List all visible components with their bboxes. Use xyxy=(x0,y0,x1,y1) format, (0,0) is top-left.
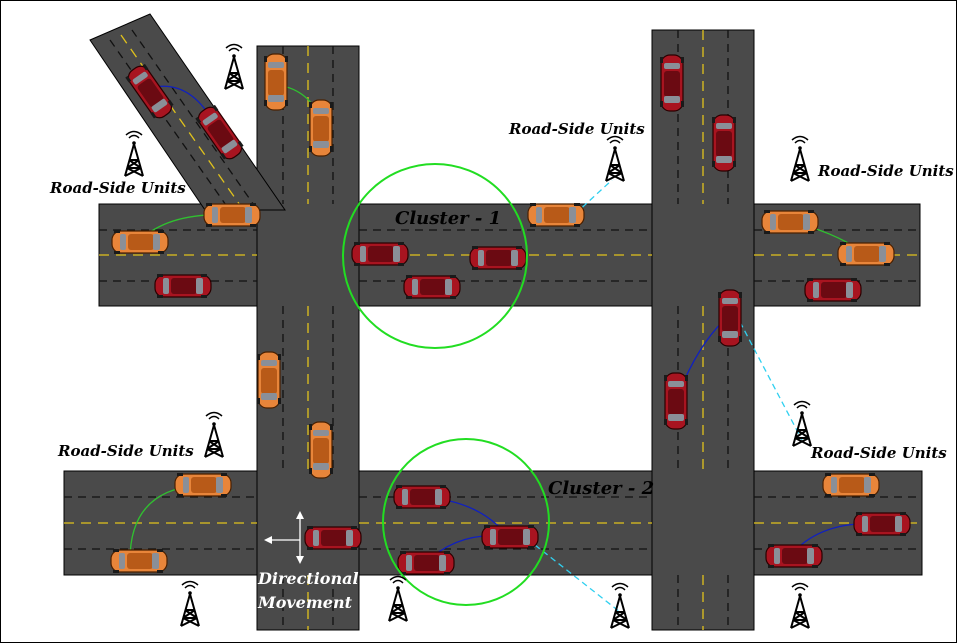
cluster-1-label: Cluster - 1 xyxy=(395,208,501,229)
car-orange xyxy=(761,209,819,235)
car-red xyxy=(403,274,461,300)
car-red xyxy=(351,241,409,267)
car-orange xyxy=(203,202,261,228)
car-red xyxy=(711,114,737,172)
car-red xyxy=(481,524,539,550)
directional-movement-line2: Movement xyxy=(257,593,353,612)
link-cyan-rsu-1 xyxy=(574,179,613,215)
directional-movement-line1: Directional xyxy=(257,569,359,588)
car-red xyxy=(469,245,527,271)
car-red xyxy=(393,484,451,510)
car-red xyxy=(304,525,362,551)
link-cyan-rsu-2 xyxy=(739,321,803,441)
rsu-label-top-middle: Road-Side Units xyxy=(508,120,645,138)
car-red xyxy=(663,372,689,430)
rsu-label-top-left: Road-Side Units xyxy=(49,179,186,197)
car-orange xyxy=(263,53,289,111)
car-orange xyxy=(822,472,880,498)
car-orange xyxy=(256,351,282,409)
cluster-1-circle xyxy=(342,163,528,349)
car-orange xyxy=(308,99,334,157)
car-orange xyxy=(308,421,334,479)
road-diagonal xyxy=(89,13,286,211)
car-orange xyxy=(837,241,895,267)
car-orange xyxy=(111,229,169,255)
directional-arrows-icon xyxy=(264,511,304,564)
labels: Road-Side Units Road-Side Units Road-Sid… xyxy=(49,120,954,612)
car-orange xyxy=(110,548,168,574)
car-red xyxy=(804,277,862,303)
car-orange xyxy=(527,202,585,228)
car-red xyxy=(154,273,212,299)
cluster-2-circle xyxy=(382,438,550,606)
car-red xyxy=(853,511,911,537)
car-red xyxy=(717,289,743,347)
link-cyan-rsu-3 xyxy=(534,544,621,613)
cluster-2-label: Cluster - 2 xyxy=(548,478,654,499)
lane-markings xyxy=(64,29,922,630)
car-red xyxy=(765,543,823,569)
car-red xyxy=(397,550,455,576)
rsu-label-top-right: Road-Side Units xyxy=(817,162,954,180)
rsu-label-bottom-left: Road-Side Units xyxy=(57,442,194,460)
rsu-label-bottom-right: Road-Side Units xyxy=(810,444,947,462)
car-red xyxy=(659,54,685,112)
car-orange xyxy=(174,472,232,498)
